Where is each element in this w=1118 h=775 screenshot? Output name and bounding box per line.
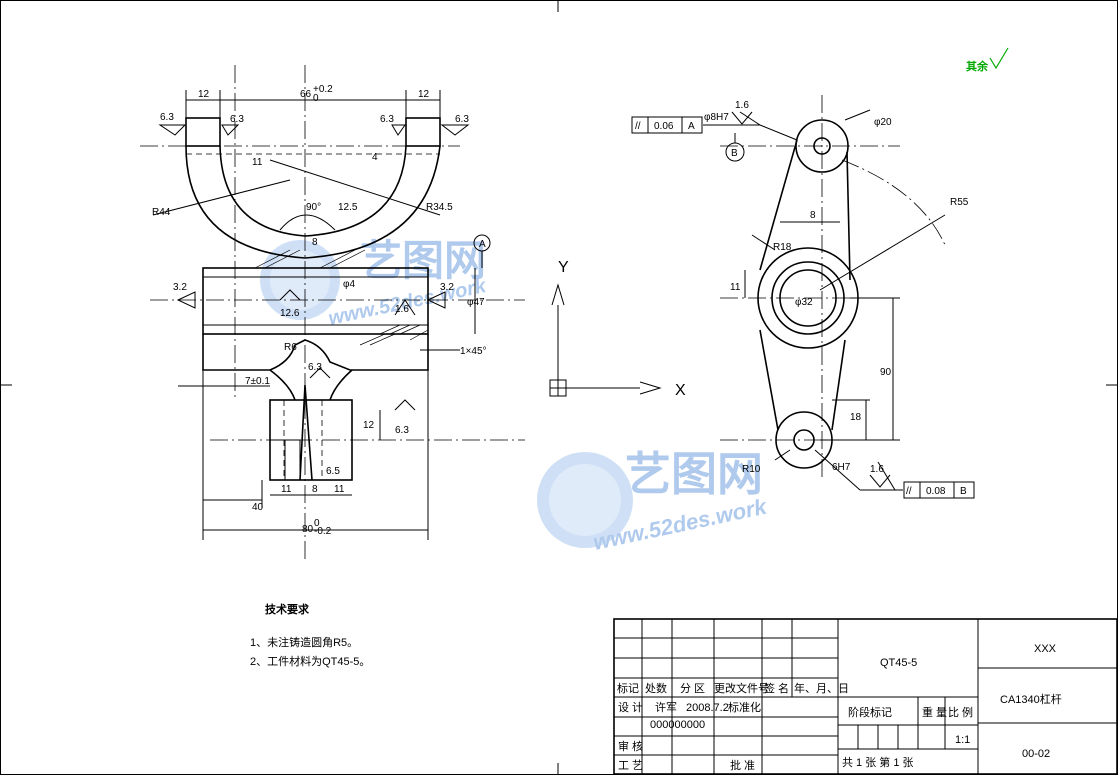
svg-text:11: 11 xyxy=(252,157,263,168)
svg-text:艺图网: 艺图网 xyxy=(625,448,763,500)
svg-text:1.6: 1.6 xyxy=(870,464,884,475)
svg-text:12.5: 12.5 xyxy=(338,202,358,213)
svg-text:6.3: 6.3 xyxy=(308,362,322,373)
svg-text:R44: R44 xyxy=(152,207,171,218)
svg-text:0: 0 xyxy=(313,93,319,104)
svg-text:签 名: 签 名 xyxy=(764,681,789,695)
svg-text:QT45-5: QT45-5 xyxy=(880,657,917,669)
svg-text:XXX: XXX xyxy=(1034,643,1057,655)
svg-text:比 例: 比 例 xyxy=(948,705,973,719)
svg-text:Y: Y xyxy=(558,259,569,276)
svg-text:66: 66 xyxy=(300,89,312,100)
svg-text:分 区: 分 区 xyxy=(680,682,705,695)
svg-text:3.2: 3.2 xyxy=(440,282,454,293)
svg-text:12: 12 xyxy=(198,89,210,100)
svg-text:0.06: 0.06 xyxy=(654,121,674,132)
svg-text:1×45°: 1×45° xyxy=(460,346,487,357)
svg-text:8: 8 xyxy=(810,210,816,221)
svg-text:40: 40 xyxy=(252,502,264,513)
svg-text:4: 4 xyxy=(372,152,378,163)
svg-text:A: A xyxy=(688,121,695,132)
svg-text:阶段标记: 阶段标记 xyxy=(848,705,892,719)
svg-text:R34.5: R34.5 xyxy=(426,202,453,213)
svg-text:R10: R10 xyxy=(742,464,761,475)
svg-text:1、未注铸造圆角R5。: 1、未注铸造圆角R5。 xyxy=(250,635,358,649)
svg-text:审 核: 审 核 xyxy=(618,739,643,753)
svg-text:0.08: 0.08 xyxy=(926,486,946,497)
svg-text:设 计: 设 计 xyxy=(618,701,643,714)
svg-text:艺图网: 艺图网 xyxy=(360,237,486,284)
svg-text://: // xyxy=(635,121,641,132)
svg-text:90°: 90° xyxy=(306,202,321,213)
svg-text:8: 8 xyxy=(312,237,318,248)
svg-text:R6: R6 xyxy=(284,342,297,353)
svg-text:许军: 许军 xyxy=(655,701,677,714)
svg-text:7±0.1: 7±0.1 xyxy=(245,376,270,387)
svg-text:12: 12 xyxy=(418,89,430,100)
svg-text:11: 11 xyxy=(281,484,292,495)
watermark-logo-2: 艺图网 www.52des.work xyxy=(537,448,770,555)
svg-text:φ32: φ32 xyxy=(795,297,813,308)
svg-text:0: 0 xyxy=(314,518,320,529)
svg-text:6.3: 6.3 xyxy=(380,114,394,125)
svg-text:90: 90 xyxy=(880,367,892,378)
svg-text:6.3: 6.3 xyxy=(455,114,469,125)
svg-text:A: A xyxy=(479,239,486,250)
svg-text:6H7: 6H7 xyxy=(832,462,851,473)
svg-text:8: 8 xyxy=(312,484,318,495)
svg-text:φ8H7: φ8H7 xyxy=(704,112,729,123)
svg-text:6.3: 6.3 xyxy=(230,114,244,125)
tech-requirements: 技术要求 1、未注铸造圆角R5。 2、工件材料为QT45-5。 xyxy=(250,602,370,668)
left-view: 66 +0.2 0 12 12 6.3 6.3 6.3 6.3 11 4 R44… xyxy=(140,65,525,560)
surface-finish-other: 其余 xyxy=(966,47,1009,73)
svg-text:标准化: 标准化 xyxy=(728,700,761,714)
svg-text:00-02: 00-02 xyxy=(1022,748,1050,760)
svg-text:6.3: 6.3 xyxy=(160,112,174,123)
svg-text:X: X xyxy=(675,382,686,399)
svg-text:B: B xyxy=(731,148,738,159)
svg-text:批 准: 批 准 xyxy=(730,758,755,772)
svg-text:1:1: 1:1 xyxy=(955,734,970,746)
svg-text:其余: 其余 xyxy=(966,59,989,73)
svg-text:R18: R18 xyxy=(773,242,792,253)
svg-text:标记: 标记 xyxy=(617,681,639,695)
svg-text:000000000: 000000000 xyxy=(650,719,705,731)
svg-text://: // xyxy=(906,486,912,497)
svg-text:1.6: 1.6 xyxy=(395,304,409,315)
svg-text:-0.2: -0.2 xyxy=(314,526,332,537)
svg-text:6.5: 6.5 xyxy=(326,466,340,477)
svg-text:年、月、日: 年、月、日 xyxy=(794,681,849,695)
svg-text:11: 11 xyxy=(334,484,345,495)
svg-text:12.6: 12.6 xyxy=(280,308,300,319)
svg-text:2、工件材料为QT45-5。: 2、工件材料为QT45-5。 xyxy=(250,654,370,668)
svg-text:φ4: φ4 xyxy=(343,279,355,290)
svg-text:R55: R55 xyxy=(950,197,969,208)
svg-text:80: 80 xyxy=(302,524,314,535)
svg-text:技术要求: 技术要求 xyxy=(265,602,310,616)
svg-text:11: 11 xyxy=(730,282,741,293)
svg-text:3.2: 3.2 xyxy=(173,282,187,293)
svg-text:工 艺: 工 艺 xyxy=(618,759,643,772)
svg-text:12: 12 xyxy=(363,420,375,431)
svg-text:6.3: 6.3 xyxy=(395,425,409,436)
title-block: QT45-5 XXX CA1340杠杆 00-02 标记 处数 分 区 更改文件… xyxy=(613,618,1118,775)
svg-text:B: B xyxy=(960,486,967,497)
svg-text:1.6: 1.6 xyxy=(735,100,749,111)
svg-text:+0.2: +0.2 xyxy=(313,84,333,95)
svg-text:φ20: φ20 xyxy=(874,117,892,128)
svg-text:CA1340杠杆: CA1340杠杆 xyxy=(1000,692,1062,706)
svg-text:共 1 张 第 1 张: 共 1 张 第 1 张 xyxy=(842,755,914,769)
right-view: 1.6 // 0.06 A φ8H7 B φ20 R55 8 R18 11 φ3… xyxy=(631,95,975,499)
svg-text:重 量: 重 量 xyxy=(922,705,947,719)
svg-text:18: 18 xyxy=(850,412,862,423)
svg-text:更改文件号: 更改文件号 xyxy=(714,681,769,695)
svg-text:φ47: φ47 xyxy=(467,297,485,308)
svg-text:处数: 处数 xyxy=(645,682,667,695)
axis-indicator: X Y xyxy=(549,259,686,399)
svg-text:2008.7.2: 2008.7.2 xyxy=(686,702,729,714)
